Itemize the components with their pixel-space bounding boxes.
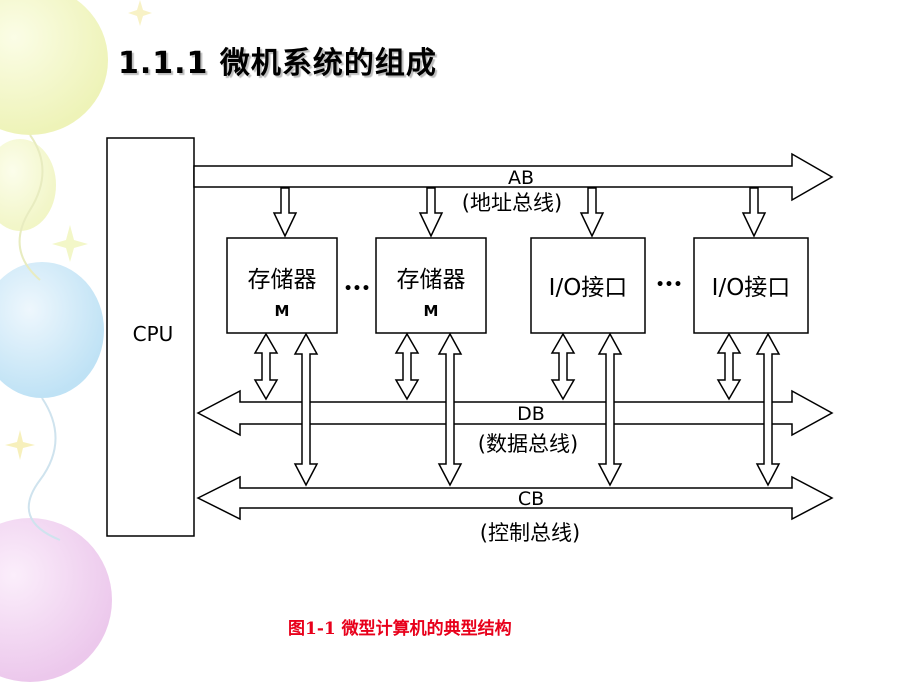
data-bidirectional-arrow [394, 332, 420, 401]
memory-module-label: 存储器 [248, 267, 317, 293]
cpu-label: CPU [133, 322, 174, 346]
balloon-string [18, 134, 44, 281]
control-bidirectional-arrow [293, 332, 319, 487]
control-bus-name: CB [518, 488, 544, 510]
address-bus-desc: (地址总线) [462, 191, 562, 215]
memory-module-box [226, 237, 338, 334]
yellow-balloon-shape [0, 0, 108, 135]
data-bidirectional-arrow [550, 332, 576, 401]
address-down-arrow [272, 187, 298, 238]
memory-module-box [375, 237, 487, 334]
sparkle-shape [5, 430, 35, 460]
data-bus-arrow [196, 389, 834, 437]
memory-module-sub: M [424, 302, 439, 320]
data-bidirectional-arrow [253, 332, 279, 401]
slide-title: 1.1.1 微机系统的组成 [118, 46, 437, 81]
address-bus-name: AB [508, 167, 534, 189]
control-bidirectional-arrow [755, 332, 781, 487]
pink-balloon-shape [0, 518, 112, 682]
data-bidirectional-arrow [716, 332, 742, 401]
sparkle-shape [52, 225, 88, 262]
io-module-label: I/O接口 [549, 275, 628, 301]
control-bus-desc: (控制总线) [480, 521, 580, 545]
cpu-box [106, 137, 195, 537]
data-bus-name: DB [517, 403, 545, 425]
control-bus-arrow [196, 475, 834, 521]
io-module-label: I/O接口 [712, 275, 791, 301]
io-module-box [693, 237, 809, 334]
address-down-arrow [741, 187, 767, 238]
blue-balloon-shape [0, 262, 104, 398]
memory-module-label: 存储器 [397, 267, 466, 293]
io-ellipsis: ••• [656, 277, 683, 293]
control-bidirectional-arrow [437, 332, 463, 487]
control-bidirectional-arrow [597, 332, 623, 487]
data-bus-desc: (数据总线) [478, 432, 578, 456]
sparkle-shape [128, 0, 152, 26]
memory-ellipsis: ••• [344, 281, 371, 297]
balloon-string [27, 397, 61, 541]
address-bus-arrow [193, 152, 834, 202]
memory-module-sub: M [275, 302, 290, 320]
address-down-arrow [418, 187, 444, 238]
io-module-box [530, 237, 646, 334]
figure-caption: 图1-1 微型计算机的典型结构 [288, 619, 512, 639]
address-down-arrow [579, 187, 605, 238]
